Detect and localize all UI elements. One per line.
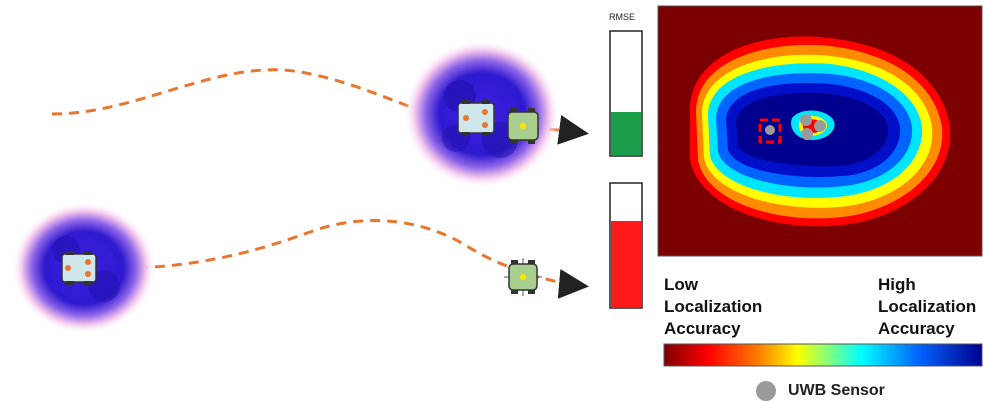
rmse-label: RMSE xyxy=(609,12,636,22)
rmse-bar-top-fill xyxy=(611,112,641,155)
uwb-sensor-label: UWB Sensor xyxy=(788,382,885,399)
low-accuracy-label: Low Localization Accuracy xyxy=(664,275,763,338)
uwb-sensor-4 xyxy=(765,125,775,135)
uwb-sensor-icon xyxy=(756,381,776,401)
rmse-bar-top xyxy=(609,30,643,157)
rmse-bar-bottom xyxy=(609,182,643,309)
accuracy-colorbar xyxy=(663,343,983,367)
high-accuracy-label: High Localization Accuracy xyxy=(878,275,977,338)
sensor-window-marker xyxy=(758,118,782,144)
bottom-robot-target xyxy=(504,258,542,296)
top-robot-target xyxy=(507,108,539,144)
rmse-bar-bottom-fill xyxy=(611,221,641,307)
uwb-sensor-1 xyxy=(800,114,812,126)
accuracy-heatmap xyxy=(657,5,983,257)
top-robot-actual xyxy=(457,100,495,136)
uwb-sensor-legend: UWB Sensor xyxy=(756,380,885,402)
uwb-sensor-2 xyxy=(814,120,826,132)
bottom-robot-actual xyxy=(61,251,97,285)
uwb-sensor-3 xyxy=(801,128,813,140)
